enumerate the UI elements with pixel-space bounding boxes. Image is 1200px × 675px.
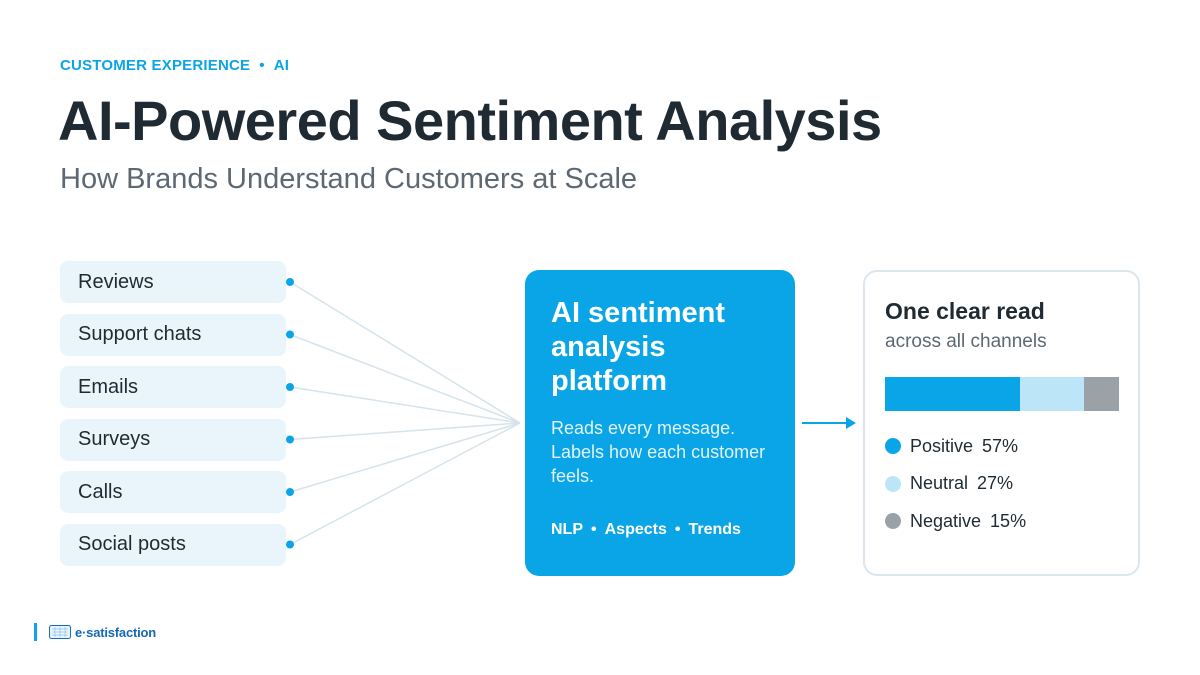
platform-tag: NLP (551, 521, 583, 538)
connector-line (289, 422, 521, 441)
eyebrow: CUSTOMER EXPERIENCE • AI (60, 57, 289, 74)
legend-label: Positive (910, 435, 974, 456)
page-subtitle: How Brands Understand Customers at Scale (60, 163, 638, 195)
legend-label: Negative (910, 510, 982, 531)
connector-dot (286, 278, 294, 286)
result-title: One clear read (885, 298, 1045, 324)
page-title: AI-Powered Sentiment Analysis (58, 89, 882, 152)
connector-dot (286, 488, 294, 496)
legend-item-negative: Negative 15% (885, 509, 1026, 533)
sentiment-stacked-bar (885, 377, 1119, 411)
platform-tag: Aspects (604, 521, 667, 538)
tag-separator: • (591, 521, 597, 538)
legend-swatch (885, 438, 901, 454)
eyebrow-category: CUSTOMER EXPERIENCE (60, 57, 251, 74)
legend-value: 15% (990, 510, 1027, 531)
bar-segment-neutral (1019, 377, 1084, 411)
connector-dot (286, 435, 294, 444)
platform-tags: NLP • Aspects • Trends (551, 521, 741, 539)
connector-line (289, 386, 521, 424)
connector-line (289, 422, 521, 493)
connector-dot (286, 330, 294, 339)
bar-segment-negative (1083, 377, 1119, 411)
source-item: Reviews (60, 261, 286, 303)
brand-name: e·satisfaction (75, 624, 157, 640)
eyebrow-separator: • (259, 57, 265, 74)
source-item: Emails (60, 366, 286, 408)
connector-line (289, 333, 521, 424)
brand-accent-bar (34, 623, 37, 641)
connector-dot (286, 383, 294, 391)
connector-line (289, 422, 521, 546)
platform-tag: Trends (688, 521, 741, 538)
legend-swatch (885, 475, 901, 492)
tag-separator: • (674, 521, 681, 538)
result-subtitle: across all channels (885, 331, 1047, 352)
result-card: One clear read across all channels Posit… (863, 270, 1140, 576)
connector-line (289, 281, 521, 424)
source-item: Surveys (60, 418, 286, 461)
eyebrow-tag: AI (273, 57, 290, 74)
connector-dot (286, 540, 294, 549)
legend-item-neutral: Neutral 27% (885, 472, 1026, 496)
source-item: Support chats (60, 313, 286, 356)
source-item: Calls (60, 471, 286, 513)
legend-value: 57% (982, 435, 1019, 456)
legend-item-positive: Positive 57% (885, 434, 1026, 458)
legend-label: Neutral (910, 473, 969, 493)
platform-card: AI sentiment analysis platform Reads eve… (525, 270, 795, 576)
legend-value: 27% (977, 473, 1014, 493)
bar-segment-positive (885, 377, 1020, 411)
sentiment-legend: Positive 57% Neutral 27% Negative 15% (885, 434, 1026, 547)
legend-swatch (885, 513, 901, 529)
output-arrow-head (846, 417, 856, 429)
brand-logo-icon (49, 625, 71, 639)
source-item: Social posts (60, 523, 286, 566)
platform-title: AI sentiment analysis platform (551, 297, 726, 397)
brand-footer: e·satisfaction (34, 622, 156, 642)
platform-description: Reads every message. Labels how each cus… (551, 418, 766, 486)
